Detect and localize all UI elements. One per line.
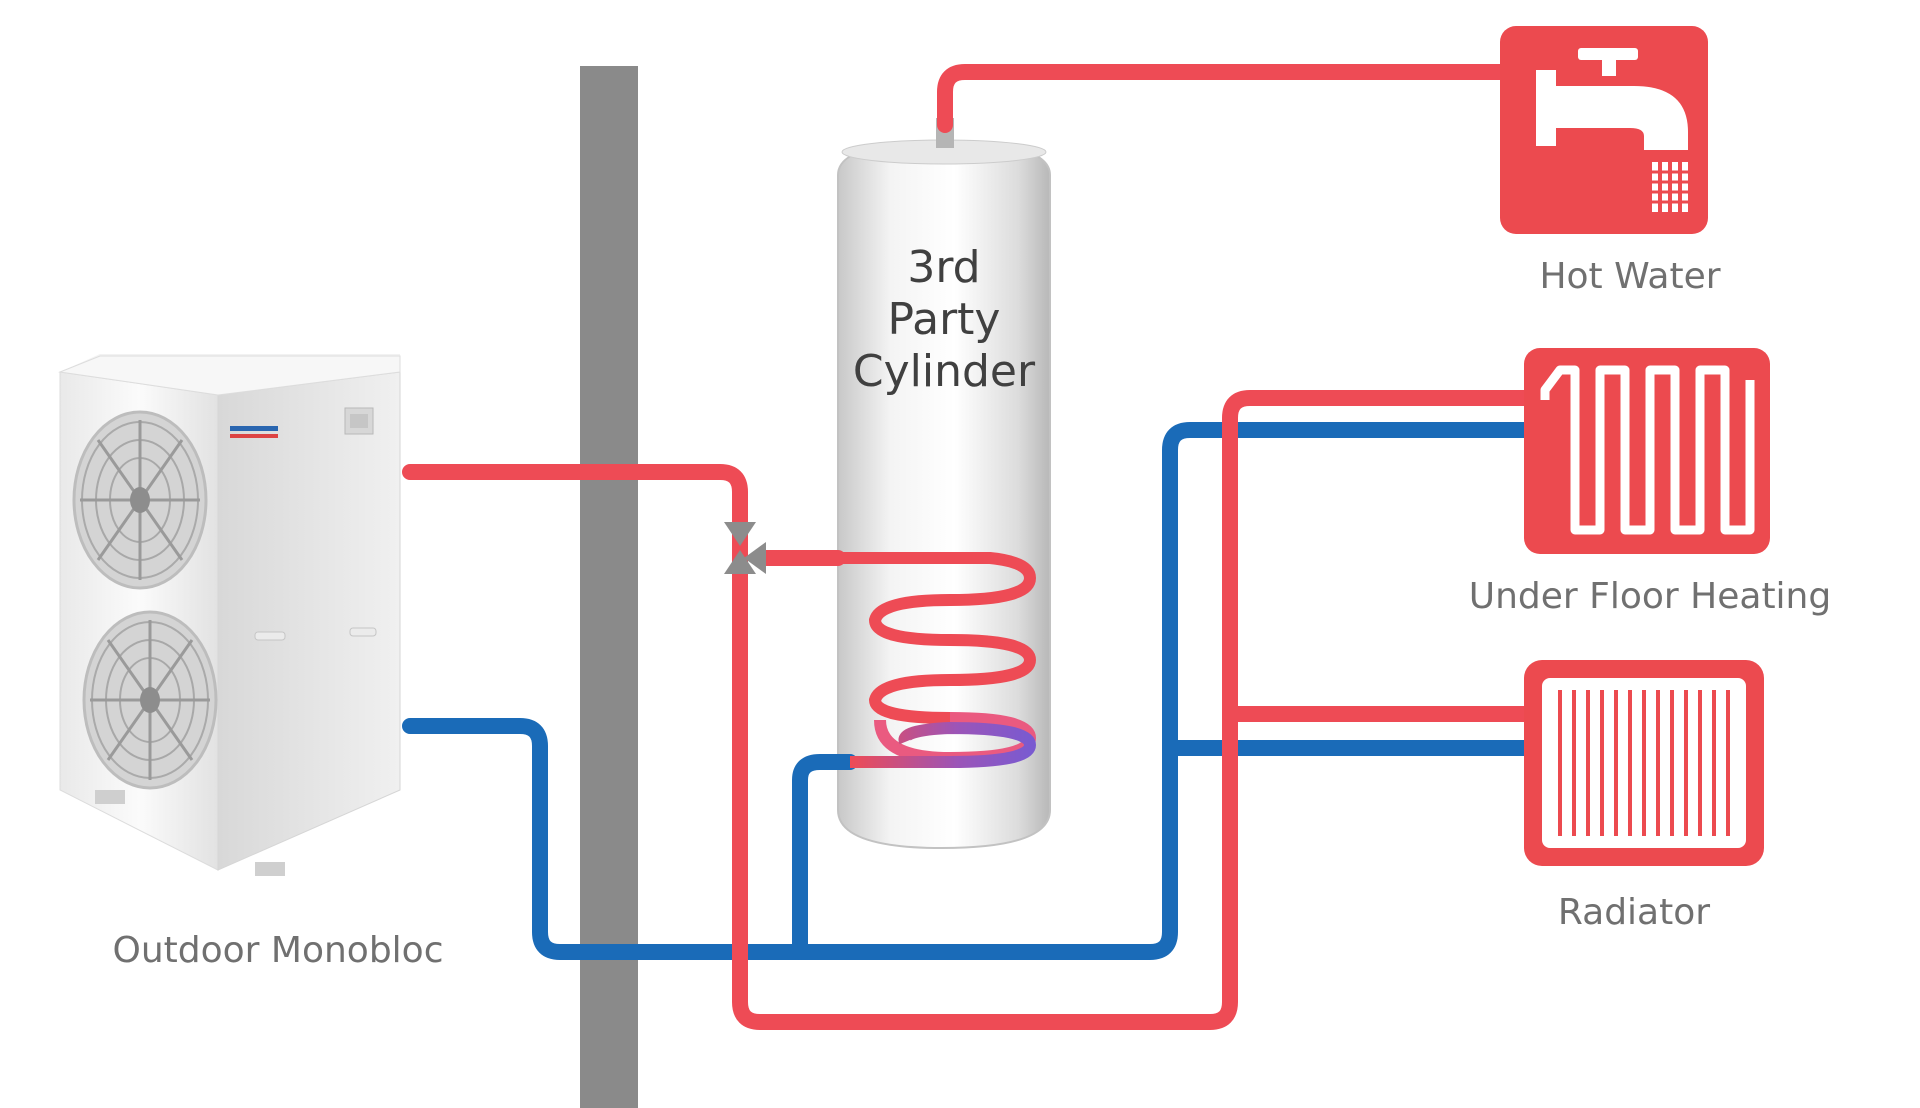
tap-icon: [1500, 26, 1708, 234]
radiator-icon: [1524, 660, 1764, 866]
hot-water-label: Hot Water: [1539, 256, 1720, 297]
cylinder-label-line-1: 3rd: [907, 242, 980, 293]
pipework: [402, 64, 1538, 1030]
fan-upper-icon: [72, 410, 208, 590]
cold-return-pipe: [402, 422, 1538, 960]
cylinder-label-line-2: Party: [888, 294, 1001, 345]
hot-water-outlet-pipe: [937, 64, 1528, 133]
wall: [580, 66, 638, 1108]
heat-exchanger-coil: [838, 552, 1037, 768]
outdoor-monobloc-unit: [58, 354, 401, 876]
three-way-valve-icon: [724, 522, 766, 574]
cylinder-label-line-3: Cylinder: [853, 346, 1036, 397]
fan-lower-icon: [82, 610, 218, 790]
underfloor-heating-icon: [1524, 348, 1770, 554]
hot-supply-pipe: [402, 390, 1538, 1030]
cold-coil-return: [792, 754, 858, 960]
under-floor-heating-label: Under Floor Heating: [1469, 576, 1831, 617]
radiator-label: Radiator: [1558, 892, 1710, 933]
outdoor-unit-label: Outdoor Monobloc: [112, 930, 443, 971]
